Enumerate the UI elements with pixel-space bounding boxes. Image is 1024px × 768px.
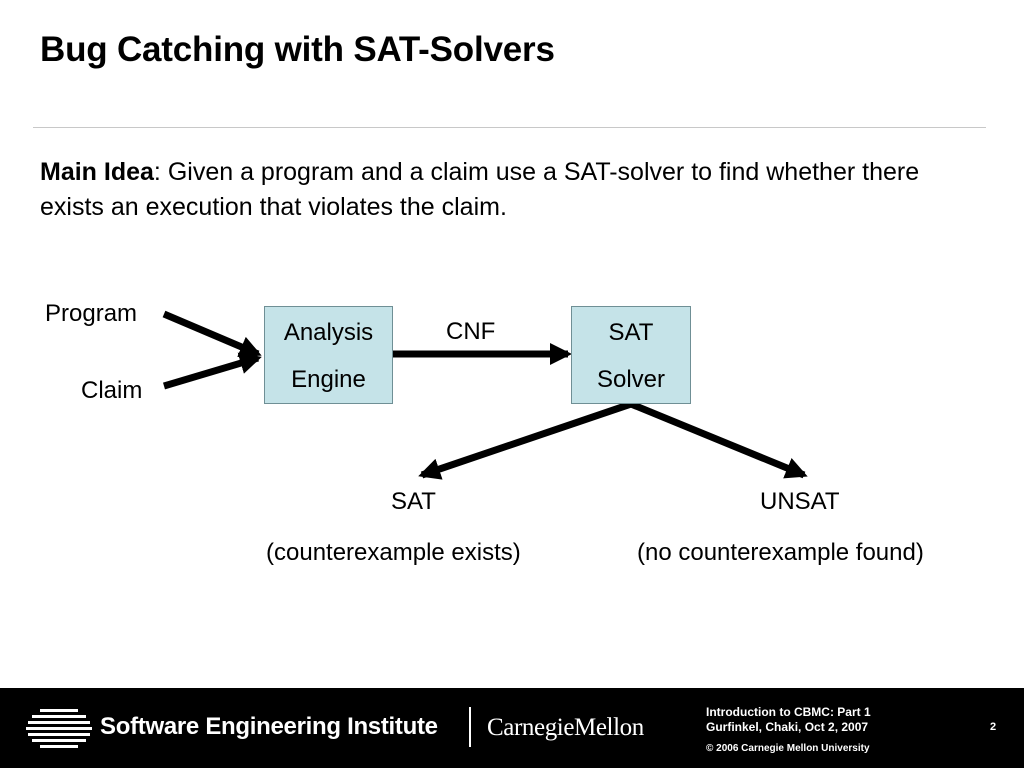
- sat-solver-box: SAT Solver: [571, 306, 691, 404]
- page-number: 2: [990, 721, 997, 733]
- unsat-outcome-label: UNSAT: [760, 488, 840, 515]
- course-title: Introduction to CBMC: Part 1: [706, 705, 871, 719]
- sat-solver-line1: SAT: [608, 319, 654, 346]
- sat-outcome-label: SAT: [391, 488, 436, 515]
- copyright: © 2006 Carnegie Mellon University: [706, 743, 870, 754]
- program-label: Program: [45, 300, 138, 327]
- footer-divider: [469, 707, 471, 747]
- analysis-engine-line2: Engine: [291, 366, 366, 393]
- sat-solver-line2: Solver: [596, 366, 666, 393]
- unsat-outcome-arrow: [629, 400, 808, 479]
- cmu-logo-text: CarnegieMellon: [487, 714, 644, 741]
- program-arrow: [162, 310, 262, 358]
- flow-arrows: [162, 310, 808, 480]
- main-idea-paragraph: Main Idea: Given a program and a claim u…: [40, 155, 920, 225]
- analysis-engine-box: Analysis Engine: [264, 306, 393, 404]
- sei-logo-icon: [26, 709, 92, 748]
- sat-outcome-arrow: [418, 400, 633, 480]
- claim-label: Claim: [81, 377, 143, 404]
- footer-info: Introduction to CBMC: Part 1 Gurfinkel, …: [706, 705, 871, 756]
- claim-arrow: [163, 352, 262, 390]
- slide-footer: Software Engineering Institute CarnegieM…: [0, 688, 1024, 768]
- sat-outcome-detail: (counterexample exists): [266, 539, 521, 566]
- slide-title: Bug Catching with SAT-Solvers: [40, 30, 555, 69]
- sei-name: Software Engineering Institute: [100, 713, 438, 740]
- authors-date: Gurfinkel, Chaki, Oct 2, 2007: [706, 720, 869, 734]
- analysis-engine-line1: Analysis: [283, 319, 374, 346]
- main-idea-label: Main Idea: [40, 158, 154, 186]
- main-idea-text: : Given a program and a claim use a SAT-…: [40, 158, 920, 221]
- unsat-outcome-detail: (no counterexample found): [637, 539, 924, 566]
- title-divider: [33, 127, 986, 128]
- cnf-label: CNF: [446, 318, 496, 345]
